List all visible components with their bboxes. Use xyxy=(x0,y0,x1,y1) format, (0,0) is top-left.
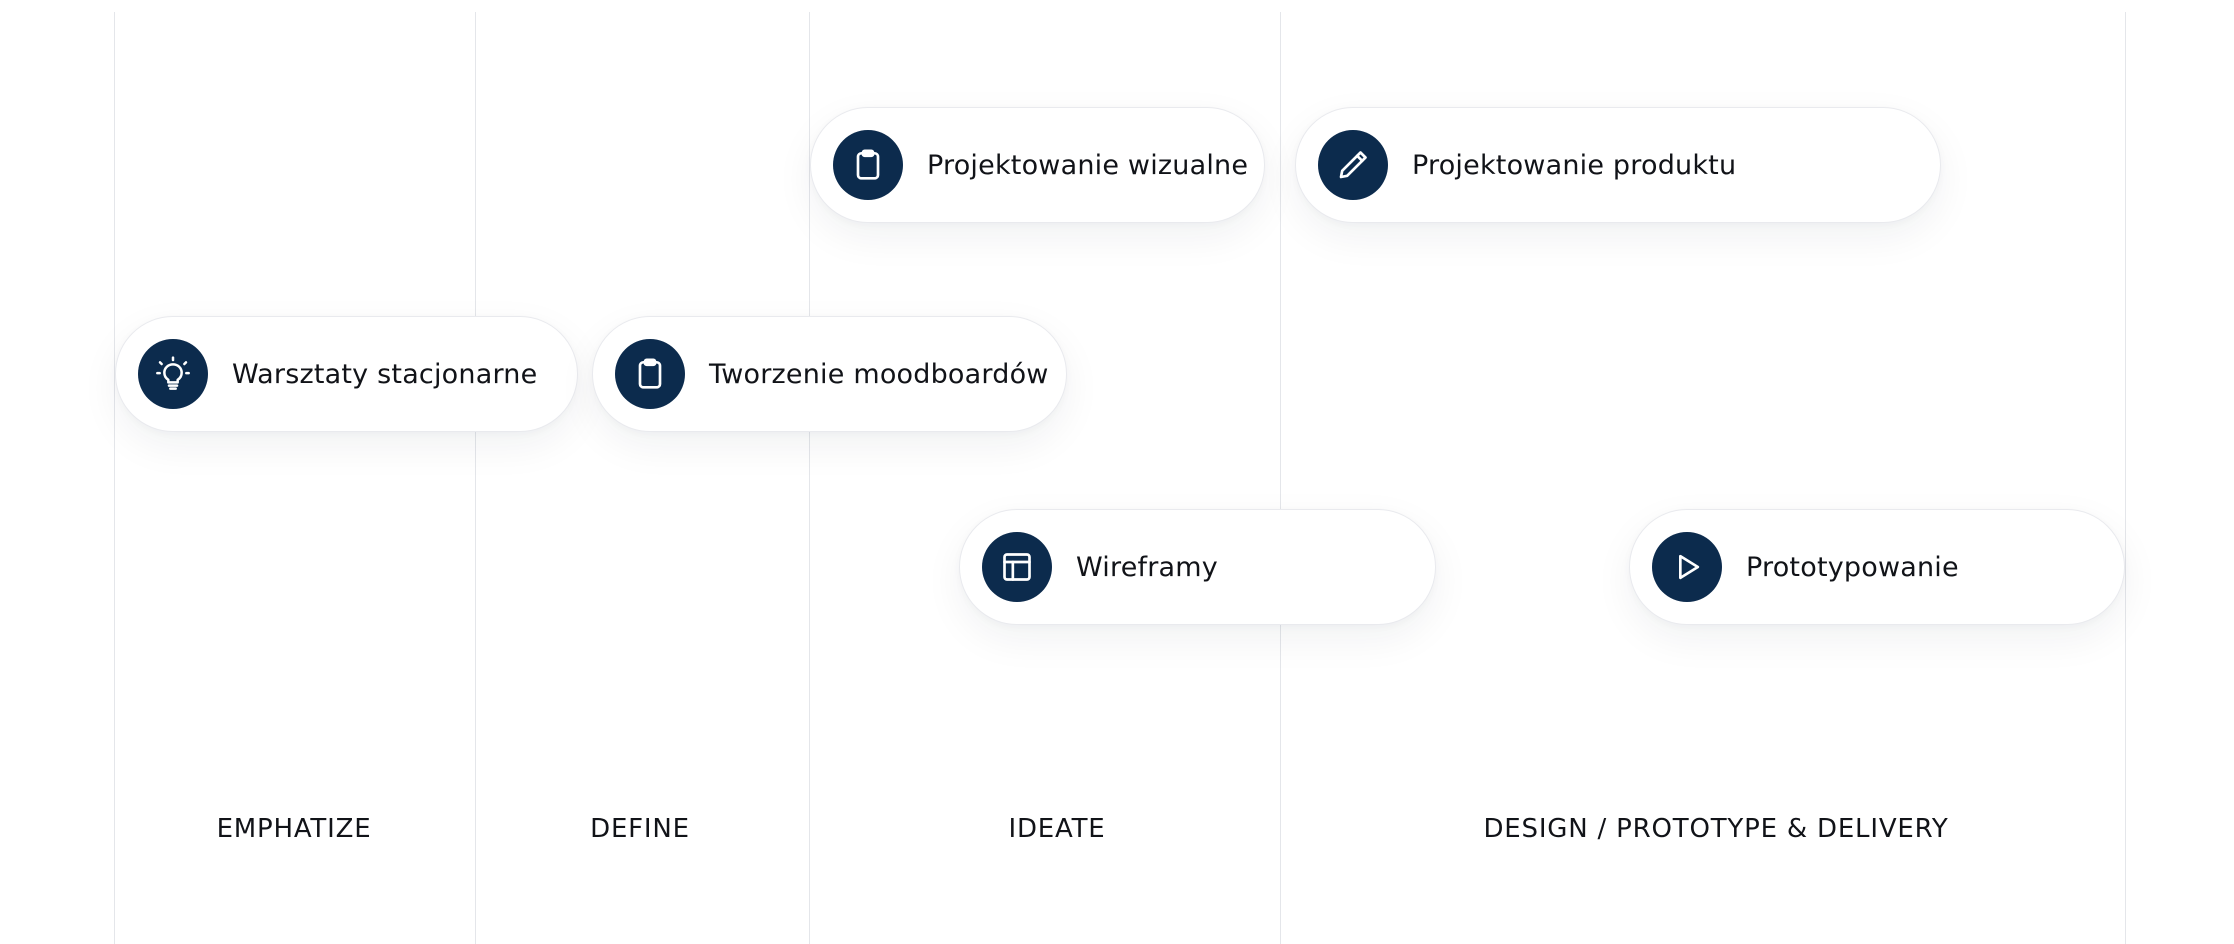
activity-label: Projektowanie produktu xyxy=(1412,149,1737,181)
activity-label: Wireframy xyxy=(1076,551,1218,583)
activity-pill-prototyping: Prototypowanie xyxy=(1629,509,2125,625)
phase-label-define: DEFINE xyxy=(590,814,690,844)
lightbulb-icon xyxy=(138,339,208,409)
clipboard-icon xyxy=(833,130,903,200)
activity-label: Prototypowanie xyxy=(1746,551,1959,583)
clipboard-icon xyxy=(615,339,685,409)
layout-icon xyxy=(982,532,1052,602)
column-divider xyxy=(1280,12,1281,944)
activity-pill-visual-design: Projektowanie wizualne xyxy=(810,107,1265,223)
column-divider xyxy=(2125,12,2126,944)
column-divider xyxy=(475,12,476,944)
phase-label-design-prototype-delivery: DESIGN / PROTOTYPE & DELIVERY xyxy=(1483,814,1949,844)
pencil-icon xyxy=(1318,130,1388,200)
activity-label: Tworzenie moodboardów xyxy=(709,358,1049,390)
phase-label-emphatize: EMPHATIZE xyxy=(216,814,372,844)
activity-pill-wireframes: Wireframy xyxy=(959,509,1436,625)
activity-pill-moodboards: Tworzenie moodboardów xyxy=(592,316,1067,432)
phase-label-ideate: IDEATE xyxy=(1008,814,1106,844)
column-divider xyxy=(114,12,115,944)
activity-label: Warsztaty stacjonarne xyxy=(232,358,538,390)
activity-label: Projektowanie wizualne xyxy=(927,149,1249,181)
activity-pill-product-design: Projektowanie produktu xyxy=(1295,107,1941,223)
column-divider xyxy=(809,12,810,944)
play-icon xyxy=(1652,532,1722,602)
activity-pill-workshops: Warsztaty stacjonarne xyxy=(115,316,578,432)
